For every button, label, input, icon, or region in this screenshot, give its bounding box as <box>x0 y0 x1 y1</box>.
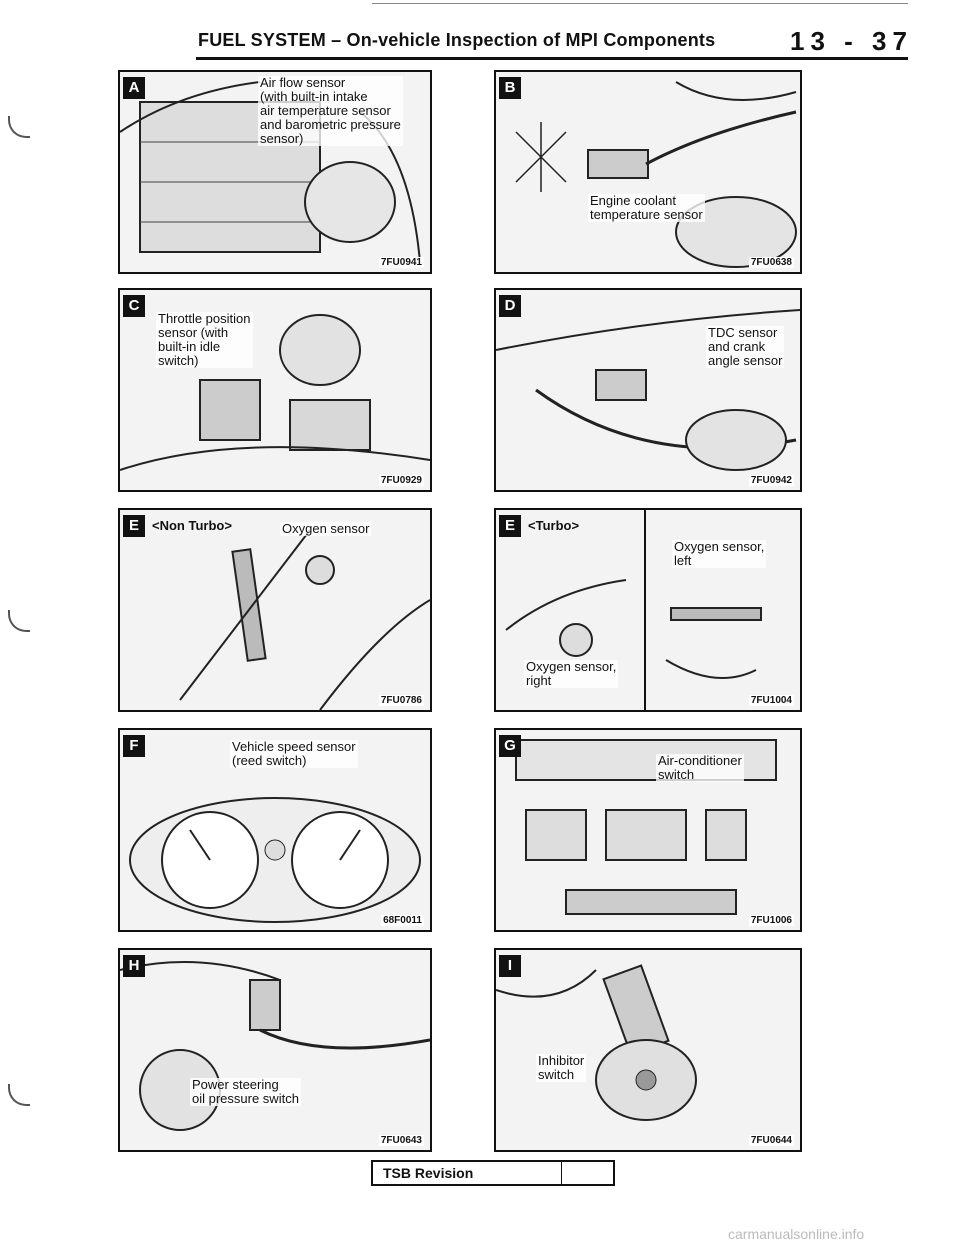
figure-b-coolant-temp-sensor: B Engine coolant temperature sensor 7FU0… <box>494 70 802 274</box>
figure-badge: C <box>123 295 145 317</box>
callout-label: Engine coolant temperature sensor <box>588 193 705 222</box>
figure-code: 7FU1006 <box>748 915 794 926</box>
engine-illustration <box>120 961 430 1131</box>
figure-badge: A <box>123 77 145 99</box>
callout-label: Vehicle speed sensor (reed switch) <box>230 739 358 768</box>
binder-hole-mark <box>8 1084 30 1106</box>
figure-code: 7FU1004 <box>748 695 794 706</box>
figure-d-tdc-crank-angle-sensor: D TDC sensor and crank angle sensor 7FU0… <box>494 288 802 492</box>
callout-label: Throttle position sensor (with built-in … <box>156 311 253 368</box>
instrument-cluster-illustration <box>129 797 421 923</box>
figure-e-oxygen-sensor-turbo: E <Turbo> Oxygen sensor, right Oxygen se… <box>494 508 802 712</box>
header-rule <box>196 57 908 60</box>
figure-subtitle: <Turbo> <box>528 518 580 533</box>
figure-code: 7FU0638 <box>748 257 794 268</box>
engine-illustration <box>120 314 430 471</box>
tsb-revision-label: TSB Revision <box>383 1165 474 1181</box>
figure-badge: D <box>499 295 521 317</box>
callout-label-right: Oxygen sensor, right <box>524 659 619 688</box>
page-title: FUEL SYSTEM – On-vehicle Inspection of M… <box>198 30 716 50</box>
engine-illustration <box>496 309 800 471</box>
figure-badge: I <box>499 955 521 977</box>
figure-badge: B <box>499 77 521 99</box>
figure-code: 7FU0941 <box>378 257 424 268</box>
figure-badge: F <box>123 735 145 757</box>
figure-code: 7FU0786 <box>378 695 424 706</box>
figure-f-vehicle-speed-sensor: F Vehicle speed sensor (reed switch) 68F… <box>118 728 432 932</box>
callout-label: Power steering oil pressure switch <box>190 1077 301 1106</box>
page-number: 13 - 37 <box>790 26 913 56</box>
binder-hole-mark <box>8 116 30 138</box>
tsb-divider <box>561 1162 562 1184</box>
figure-code: 68F0011 <box>381 915 424 926</box>
figure-code: 7FU0644 <box>748 1135 794 1146</box>
callout-label: Oxygen sensor <box>280 521 372 536</box>
binder-hole-mark <box>8 610 30 632</box>
header-top-rule <box>372 3 908 4</box>
figure-badge: E <box>499 515 521 537</box>
figure-badge: G <box>499 735 521 757</box>
figure-code: 7FU0942 <box>748 475 794 486</box>
tsb-revision-box: TSB Revision <box>371 1160 615 1186</box>
figure-subtitle: <Non Turbo> <box>152 518 232 533</box>
figure-badge: H <box>123 955 145 977</box>
callout-label: Inhibitor switch <box>536 1053 587 1082</box>
panel-divider <box>644 510 646 710</box>
callout-label: TDC sensor and crank angle sensor <box>706 325 785 368</box>
transmission-illustration <box>496 964 697 1121</box>
callout-label: Air flow sensor (with built-in intake ai… <box>258 75 403 146</box>
figure-c-throttle-position-sensor: C Throttle position sensor (with built-i… <box>118 288 432 492</box>
figure-code: 7FU0929 <box>378 475 424 486</box>
watermark: carmanualsonline.info <box>728 1226 865 1242</box>
engine-illustration <box>179 529 430 710</box>
dashboard-illustration <box>515 739 777 915</box>
figure-a-air-flow-sensor: A Air flow sensor (with built-in intake … <box>118 70 432 274</box>
figure-badge: E <box>123 515 145 537</box>
figure-i-inhibitor-switch: I Inhibitor switch 7FU0644 <box>494 948 802 1152</box>
engine-illustration <box>505 579 762 679</box>
callout-label: Air-conditioner switch <box>656 753 744 782</box>
figure-h-power-steering-switch: H Power steering oil pressure switch 7FU… <box>118 948 432 1152</box>
figure-g-air-conditioner-switch: G Air-conditioner switch 7FU1006 <box>494 728 802 932</box>
engine-illustration <box>515 81 797 268</box>
figure-e-oxygen-sensor-non-turbo: E <Non Turbo> Oxygen sensor 7FU0786 <box>118 508 432 712</box>
figure-code: 7FU0643 <box>378 1135 424 1146</box>
callout-label-left: Oxygen sensor, left <box>672 539 767 568</box>
